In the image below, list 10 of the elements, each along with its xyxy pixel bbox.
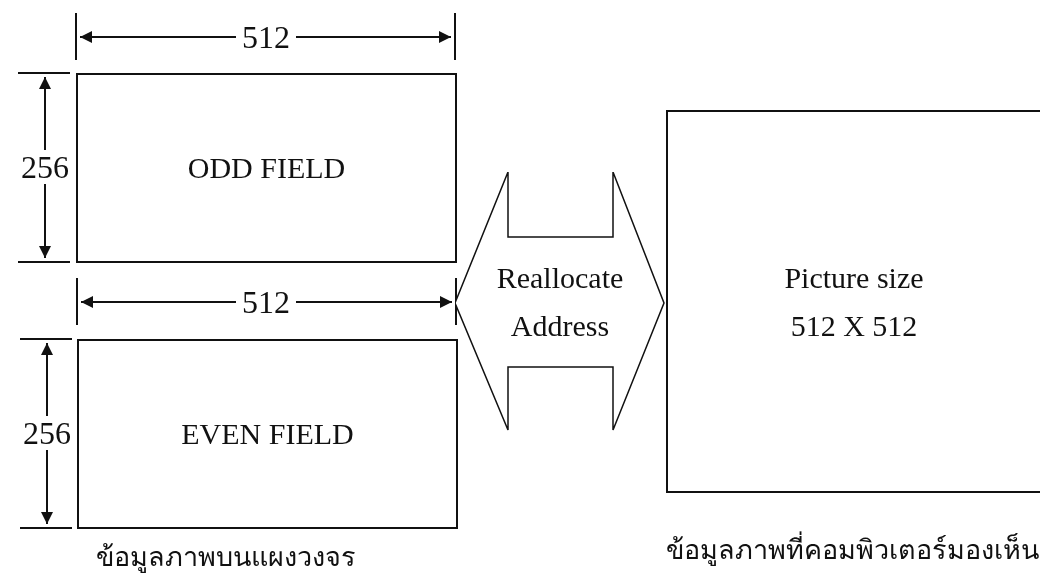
box-label: ODD FIELD	[187, 150, 346, 186]
double-arrow-shape	[455, 172, 665, 431]
field-box	[77, 339, 458, 529]
node-label: ข้อมูลภาพที่คอมพิวเตอร์มองเห็น	[665, 528, 1039, 571]
box-label: Picture size 512 X 512	[783, 259, 925, 344]
field-box	[76, 73, 457, 263]
box-label: EVEN FIELD	[181, 416, 354, 452]
node-label: ข้อมูลภาพบนแผงวงจร	[96, 540, 356, 575]
box-label: Reallocate Address	[495, 259, 625, 344]
picture-box	[666, 110, 1040, 493]
